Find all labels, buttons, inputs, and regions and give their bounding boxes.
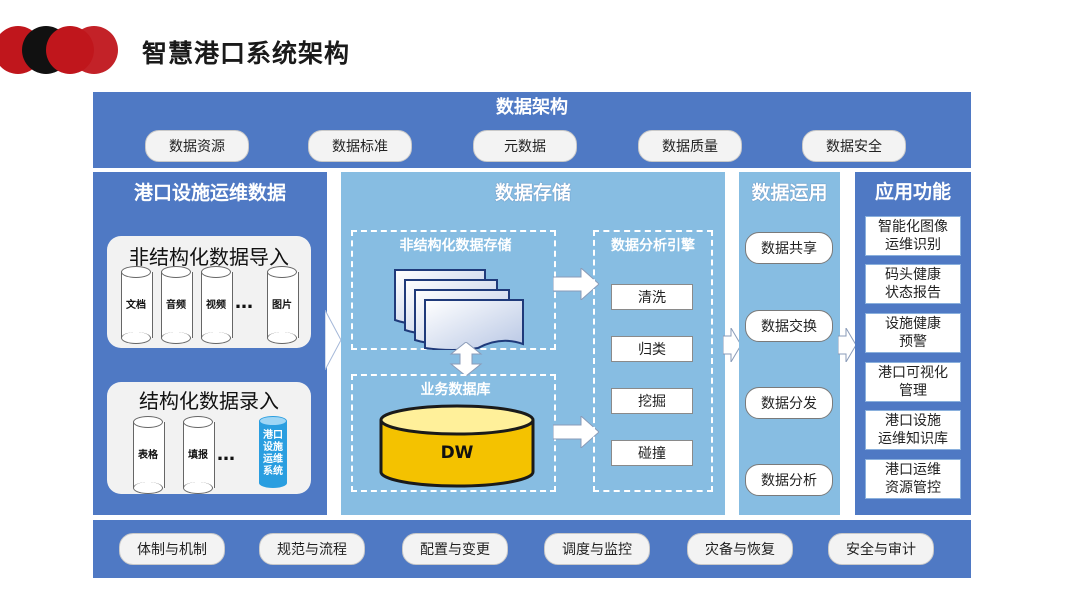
cylinder-label: 填报 <box>188 450 208 461</box>
cylinder-label: 图片 <box>272 300 292 311</box>
unstructured-import-title: 非结构化数据导入 <box>129 244 289 269</box>
management-item: 体制与机制 <box>119 533 225 565</box>
application-function-item: 港口设施 运维知识库 <box>865 410 961 450</box>
cylinder-label: 文档 <box>126 300 146 311</box>
application-function-item: 智能化图像 运维识别 <box>865 216 961 256</box>
page-title: 智慧港口系统架构 <box>142 39 351 68</box>
arrow-right-icon <box>723 328 741 362</box>
application-function-line: 港口可视化 <box>878 365 948 381</box>
dw-database-icon <box>379 404 535 488</box>
data-application-item: 数据交换 <box>745 310 833 342</box>
data-application-panel: 数据运用 数据共享 数据交换 数据分发 数据分析 <box>739 172 840 515</box>
structured-entry-title: 结构化数据录入 <box>139 388 279 413</box>
cylinder-label: 音频 <box>166 300 186 311</box>
management-item: 配置与变更 <box>402 533 508 565</box>
data-application-item: 数据共享 <box>745 232 833 264</box>
unstructured-storage-title: 非结构化数据存储 <box>399 238 512 254</box>
data-architecture-item: 数据质量 <box>638 130 742 162</box>
data-architecture-item: 数据安全 <box>802 130 906 162</box>
highlight-database-cylinder: 港口设施运维系统 <box>259 416 287 488</box>
engine-item: 挖掘 <box>611 388 693 414</box>
management-item: 灾备与恢复 <box>687 533 793 565</box>
ellipsis: … <box>235 292 253 313</box>
documents-icon <box>394 269 524 350</box>
structured-entry-card: 结构化数据录入 表格 填报 … 港口设施运维系统 <box>107 382 311 494</box>
application-function-item: 设施健康 预警 <box>865 313 961 353</box>
application-function-line: 智能化图像 <box>878 219 948 235</box>
management-item: 调度与监控 <box>544 533 650 565</box>
management-item: 规范与流程 <box>259 533 365 565</box>
double-arrow-icon <box>449 342 483 376</box>
engine-item: 清洗 <box>611 284 693 310</box>
application-function-line: 码头健康 <box>885 267 941 283</box>
highlight-cylinder-label: 港口设施运维系统 <box>263 430 283 477</box>
dw-label: DW <box>440 443 474 463</box>
application-functions-title: 应用功能 <box>874 180 951 203</box>
ellipsis: … <box>217 444 235 465</box>
arrow-right-icon <box>838 328 856 362</box>
data-architecture-band: 数据架构 数据资源 数据标准 元数据 数据质量 数据安全 <box>93 92 971 168</box>
business-database-title: 业务数据库 <box>420 382 491 398</box>
data-application-item: 数据分发 <box>745 387 833 419</box>
data-storage-panel: 数据存储 非结构化数据存储 业务数据库 D <box>341 172 725 515</box>
arrow-right-icon <box>553 416 599 448</box>
cylinder-label: 视频 <box>206 300 226 311</box>
business-database-box: 业务数据库 DW <box>351 374 556 492</box>
management-item: 安全与审计 <box>828 533 934 565</box>
data-architecture-item: 元数据 <box>473 130 577 162</box>
application-function-line: 运维知识库 <box>878 431 948 447</box>
application-functions-panel: 应用功能 智能化图像 运维识别 码头健康 状态报告 设施健康 预警 港口可视化 … <box>855 172 971 515</box>
application-function-line: 状态报告 <box>885 285 941 301</box>
unstructured-storage-box: 非结构化数据存储 <box>351 230 556 350</box>
cylinder-label: 表格 <box>138 450 158 461</box>
port-facility-data-panel: 港口设施运维数据 非结构化数据导入 文档 音频 视频 … 图片 结构化数据录入 … <box>93 172 327 515</box>
application-function-line: 资源管控 <box>885 480 941 496</box>
arrow-right-icon <box>553 268 599 300</box>
data-application-item: 数据分析 <box>745 464 833 496</box>
application-function-line: 设施健康 <box>885 316 941 332</box>
application-function-line: 运维识别 <box>885 237 941 253</box>
engine-item: 归类 <box>611 336 693 362</box>
application-function-item: 码头健康 状态报告 <box>865 264 961 304</box>
application-function-line: 管理 <box>899 383 927 399</box>
analysis-engine-title: 数据分析引擎 <box>611 238 695 254</box>
port-facility-data-title: 港口设施运维数据 <box>133 181 286 204</box>
engine-item: 碰撞 <box>611 440 693 466</box>
application-function-line: 港口运维 <box>885 462 941 478</box>
analysis-engine-box: 数据分析引擎 清洗 归类 挖掘 碰撞 <box>593 230 713 492</box>
unstructured-import-card: 非结构化数据导入 文档 音频 视频 … 图片 <box>107 236 311 348</box>
data-architecture-title: 数据架构 <box>496 97 568 118</box>
logo <box>0 26 130 76</box>
data-storage-title: 数据存储 <box>494 181 571 204</box>
application-function-line: 预警 <box>899 334 927 350</box>
data-architecture-item: 数据标准 <box>308 130 412 162</box>
data-architecture-item: 数据资源 <box>145 130 249 162</box>
arrow-right-icon <box>325 310 342 370</box>
data-application-title: 数据运用 <box>751 181 828 204</box>
management-band: 体制与机制 规范与流程 配置与变更 调度与监控 灾备与恢复 安全与审计 <box>93 520 971 578</box>
application-function-line: 港口设施 <box>885 413 941 429</box>
application-function-item: 港口运维 资源管控 <box>865 459 961 499</box>
application-function-item: 港口可视化 管理 <box>865 362 961 402</box>
